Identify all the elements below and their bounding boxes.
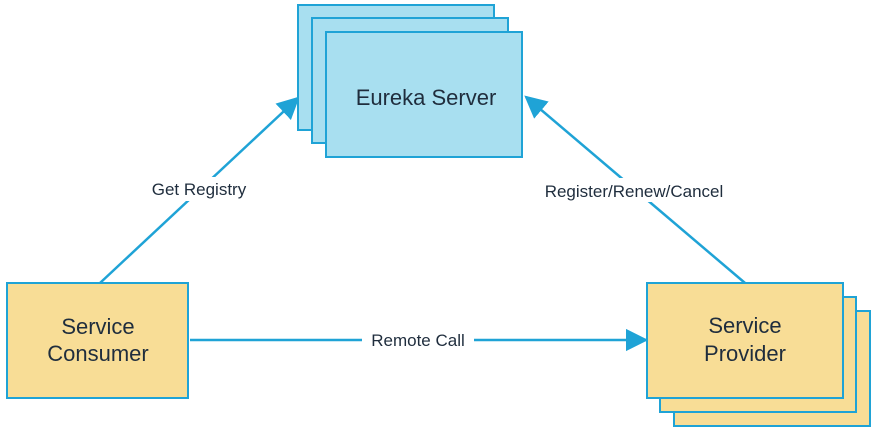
node-service-provider: Service Provider (646, 282, 871, 427)
service-consumer-label-line2: Consumer (47, 341, 148, 366)
edge-register-renew-cancel: Register/Renew/Cancel (524, 95, 746, 284)
eureka-server-label: Eureka Server (356, 85, 497, 110)
service-provider-label-line2: Provider (704, 341, 786, 366)
service-provider-box (646, 282, 844, 399)
service-consumer-box (6, 282, 189, 399)
edge-remote-call: Remote Call (190, 328, 649, 352)
node-eureka-server: Eureka Server (297, 4, 523, 158)
edge-get-registry: Get Registry (99, 96, 300, 284)
service-consumer-label-line1: Service (61, 314, 134, 339)
node-service-consumer: Service Consumer (6, 282, 189, 399)
get-registry-label: Get Registry (152, 180, 247, 199)
remote-call-label: Remote Call (371, 331, 465, 350)
eureka-server-box (325, 31, 523, 158)
register-renew-cancel-label: Register/Renew/Cancel (545, 182, 724, 201)
service-provider-label-line1: Service (708, 313, 781, 338)
remote-call-label-bg (362, 328, 474, 352)
register-renew-cancel-label-bg (528, 178, 740, 202)
get-registry-label-bg (142, 177, 256, 201)
